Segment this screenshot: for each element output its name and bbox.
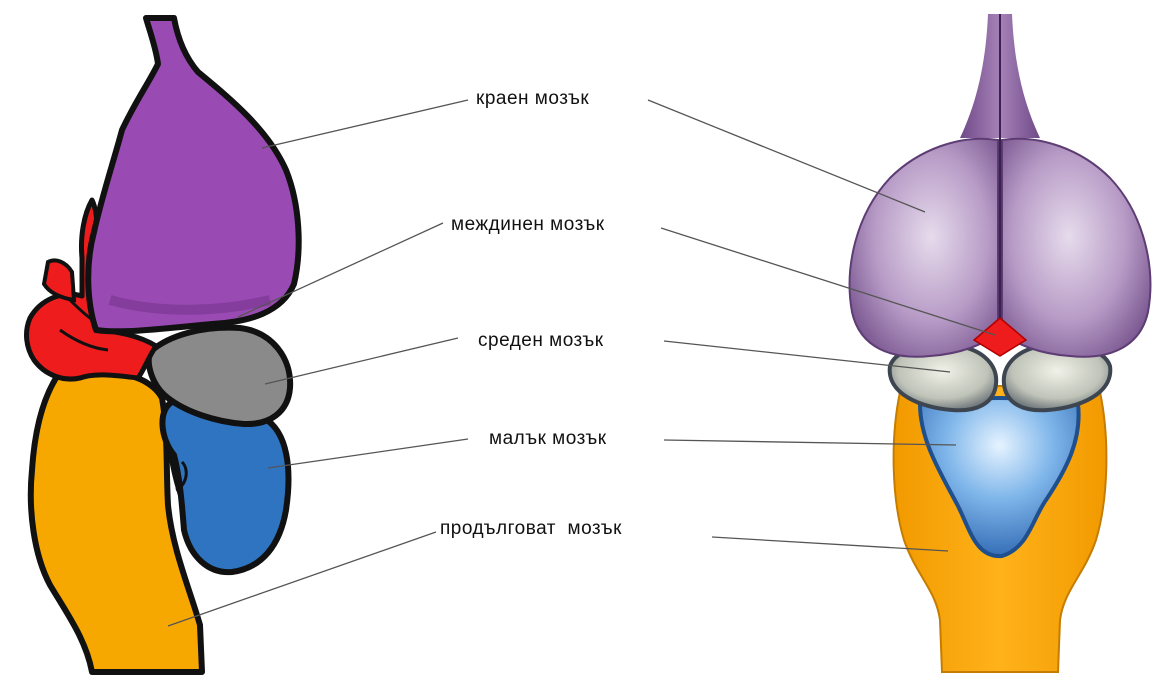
lateral-view (27, 18, 299, 672)
dorsal-telencephalon-right (1002, 139, 1150, 357)
leader-telencephalon-left (262, 100, 468, 148)
dorsal-view (850, 14, 1151, 672)
lateral-telencephalon (88, 18, 298, 331)
dorsal-telencephalon-left (850, 139, 998, 357)
leader-telencephalon-right (648, 100, 925, 212)
label-diencephalon: междинен мозък (451, 214, 605, 235)
leader-cerebellum-left (268, 439, 468, 468)
labels: краен мозък междинен мозък среден мозък … (440, 88, 622, 539)
leader-midbrain-left (265, 338, 458, 384)
label-medulla: продълговат мозък (440, 518, 622, 539)
label-telencephalon: краен мозък (476, 88, 589, 109)
label-cerebellum: малък мозък (489, 428, 607, 449)
label-mesencephalon: среден мозък (478, 330, 604, 351)
